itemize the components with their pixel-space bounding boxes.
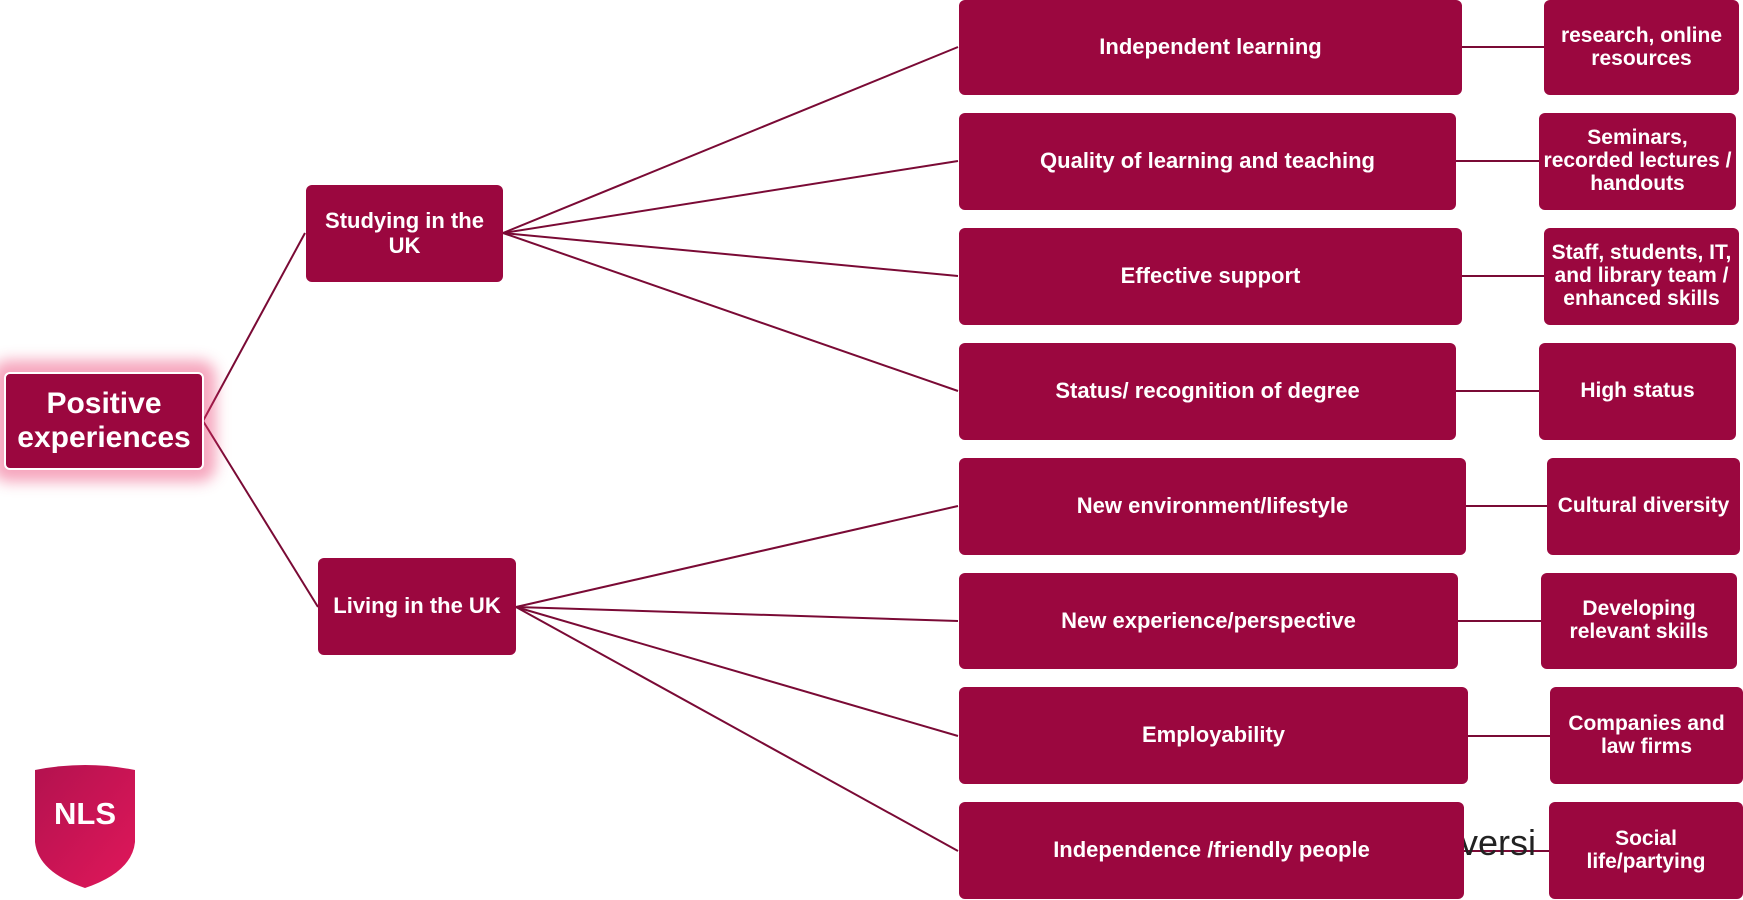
- background-text: versi: [1460, 822, 1537, 863]
- connector-root-studying: [202, 232, 306, 422]
- detail-companies: Companies and law firms: [1550, 687, 1743, 784]
- item-independence: Independence /friendly people: [959, 802, 1464, 899]
- connector-studying-2: [502, 160, 959, 234]
- connector-living-4: [515, 606, 959, 852]
- detail-social-life: Social life/partying: [1549, 802, 1743, 899]
- connector-studying-4: [502, 232, 959, 392]
- logo-text: NLS: [54, 796, 116, 831]
- item-quality-of-learning: Quality of learning and teaching: [959, 113, 1456, 210]
- item-new-environment: New environment/lifestyle: [959, 458, 1466, 555]
- category-studying: Studying in the UK: [306, 185, 503, 282]
- item-effective-support: Effective support: [959, 228, 1462, 325]
- detail-research: research, online resources: [1544, 0, 1739, 95]
- detail-cultural-diversity: Cultural diversity: [1547, 458, 1740, 555]
- detail-high-status: High status: [1539, 343, 1736, 440]
- root-node: Positive experiences: [4, 372, 204, 470]
- connector-living-2: [515, 606, 959, 622]
- item-status-recognition: Status/ recognition of degree: [959, 343, 1456, 440]
- connector-root-living: [202, 420, 319, 608]
- detail-developing-skills: Developing relevant skills: [1541, 573, 1737, 669]
- item-independent-learning: Independent learning: [959, 0, 1462, 95]
- item-employability: Employability: [959, 687, 1468, 784]
- connector-studying-3: [502, 232, 959, 277]
- category-living: Living in the UK: [318, 558, 516, 655]
- detail-staff-students: Staff, students, IT, and library team / …: [1544, 228, 1739, 325]
- connector-living-3: [515, 606, 959, 737]
- item-new-experience: New experience/perspective: [959, 573, 1458, 669]
- connector-studying-1: [502, 46, 959, 234]
- detail-seminars: Seminars, recorded lectures / handouts: [1539, 113, 1736, 210]
- connector-living-1: [515, 505, 959, 608]
- nls-shield-logo: NLS: [35, 765, 135, 888]
